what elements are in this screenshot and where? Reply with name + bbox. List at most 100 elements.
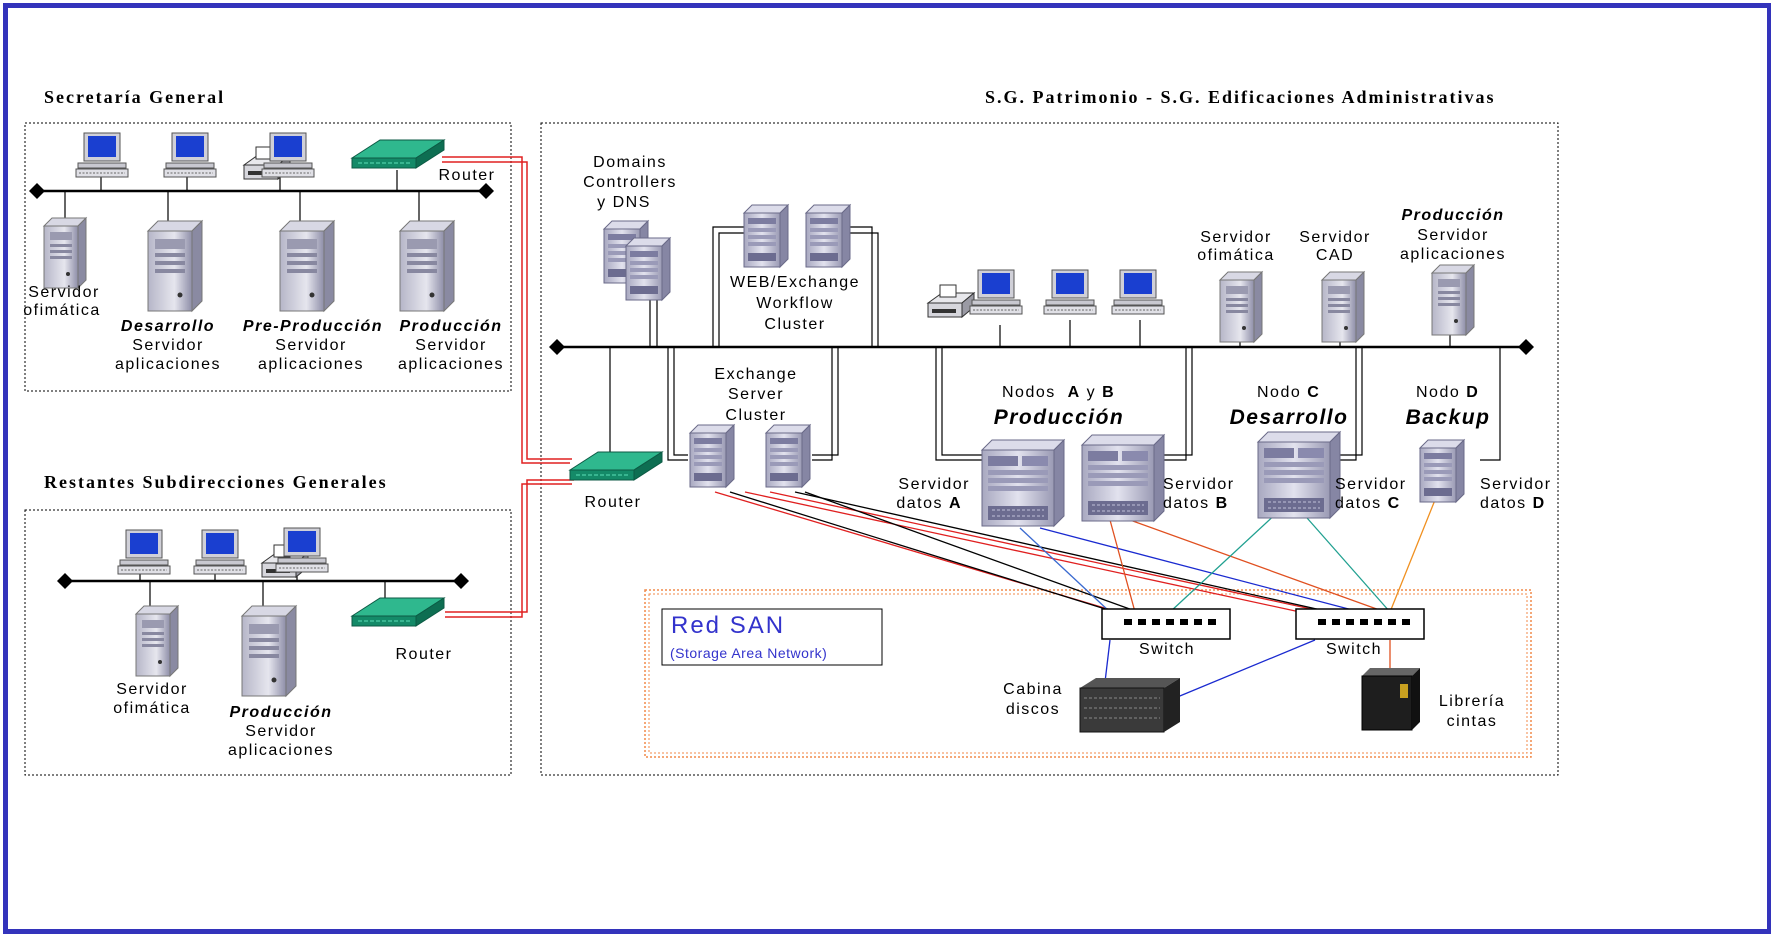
sg-pc-2 [163,132,217,178]
datos-d-l1: Servidor [1480,476,1552,493]
sg-ofimatica-server [43,217,87,289]
nodo-d-label: Nodo D [1416,384,1480,401]
sg-preproduccion-server [279,220,335,312]
nodo-c-role: Desarrollo [1229,406,1349,429]
sg-desarrollo-l2: aplicaciones [114,356,222,373]
sg-produccion-l1: Servidor [415,337,487,354]
san-box [644,589,1532,758]
libreria-label-1: Librería [1438,693,1506,710]
pat-cad-label-2: CAD [1315,247,1355,264]
datos-c-l2: datos C [1335,495,1401,512]
rsg-router [351,597,445,627]
datos-d-l2: datos D [1480,495,1546,512]
data-server-b [1081,434,1165,522]
web-cluster-label-3: Cluster [764,316,826,333]
patrimonio-box [540,122,1559,776]
data-server-a [981,439,1065,527]
nodo-d-role: Backup [1405,406,1491,429]
rsg-ofimatica-label-2: ofimática [113,700,191,717]
pat-produccion-server [1431,264,1475,336]
sg-preproduccion-role: Pre-Producción [242,318,384,335]
sg-router [351,139,445,169]
datos-b-l1: Servidor [1163,476,1235,493]
sg-ofimatica-label-1: Servidor [28,284,100,301]
pat-printer [927,284,975,318]
sg-router-label: Router [438,167,496,184]
rsg-router-label: Router [395,646,453,663]
sg-desarrollo-role: Desarrollo [120,318,216,335]
rsg-produccion-l1: Servidor [245,723,317,740]
san-switch-1 [1101,608,1231,640]
sg-produccion-l2: aplicaciones [397,356,505,373]
switch-1-label: Switch [1138,641,1196,658]
san-switch-2 [1295,608,1425,640]
bus-ends [29,183,1534,589]
pat-ofimatica-server [1219,271,1263,343]
datos-c-l1: Servidor [1335,476,1407,493]
wan-links [442,156,574,618]
exchange-label-2: Server [727,386,785,403]
restantes-box [24,509,512,776]
pat-ofimatica-label-1: Servidor [1200,229,1272,246]
pat-produccion-l1: Servidor [1417,227,1489,244]
cabina-label-2: discos [1005,701,1061,718]
rsg-pc-1 [117,529,171,575]
data-server-c [1257,431,1341,519]
disk-cabinet [1079,678,1180,733]
cabina-label-1: Cabina [1003,681,1063,698]
sg-produccion-role: Producción [399,318,503,335]
rsg-produccion-l2: aplicaciones [227,742,335,759]
domains-label-2: Controllers [583,174,677,191]
web-cluster-label-2: Workflow [756,295,834,312]
domains-label-1: Domains [593,154,667,171]
rsg-ofimatica-label-1: Servidor [116,681,188,698]
datos-a-l1: Servidor [898,476,970,493]
san-title: Red SAN [671,612,786,639]
sg-desarrollo-server [147,220,203,312]
pat-produccion-l2: aplicaciones [1399,246,1507,263]
rsg-pc-2 [193,529,247,575]
sg-preproduccion-l2: aplicaciones [257,356,365,373]
exchange-label-3: Cluster [725,407,787,424]
patrimonio-title: S.G. Patrimonio - S.G. Edificaciones Adm… [985,87,1496,107]
restantes-title: Restantes Subdirecciones Generales [44,472,388,492]
datos-a-l2: datos A [896,495,962,512]
pat-pc-2 [1043,269,1097,315]
rsg-ofimatica-server [135,605,179,677]
libreria-label-2: cintas [1446,713,1498,730]
pat-cad-label-1: Servidor [1299,229,1371,246]
sg-ofimatica-label-2: ofimática [23,302,101,319]
data-server-d [1419,439,1465,503]
secretaria-box [24,122,512,392]
web-cluster-label-1: WEB/Exchange [729,274,861,291]
pat-pc-1 [969,269,1023,315]
pat-pc-3 [1111,269,1165,315]
nodo-c-label: Nodo C [1257,384,1321,401]
secretaria-title: Secretaría General [44,87,226,107]
pat-cad-server [1321,271,1365,343]
datos-b-l2: datos B [1163,495,1229,512]
exchange-label-1: Exchange [714,366,798,383]
center-router [569,451,663,481]
san-subtitle: (Storage Area Network) [670,645,828,661]
sg-preproduccion-l1: Servidor [275,337,347,354]
rsg-produccion-role: Producción [229,704,333,721]
rsg-produccion-server [241,605,297,697]
san-label-box [661,608,883,666]
center-router-label: Router [584,494,642,511]
exchange-node-2 [765,424,811,488]
sg-produccion-server [399,220,455,312]
nodos-ab-label: Nodos A y B [1002,384,1116,401]
web-cluster-node-1 [743,204,789,268]
pat-ofimatica-label-2: ofimática [1197,247,1275,264]
sg-desarrollo-l1: Servidor [132,337,204,354]
pat-produccion-role: Producción [1401,207,1505,224]
rsg-pc-3 [275,527,329,573]
sg-pc-3 [261,132,315,178]
domain-controller-2 [625,237,671,301]
switch-2-label: Switch [1325,641,1383,658]
sg-pc-1 [75,132,129,178]
nodos-ab-role: Producción [993,406,1125,429]
tape-library [1361,668,1420,731]
